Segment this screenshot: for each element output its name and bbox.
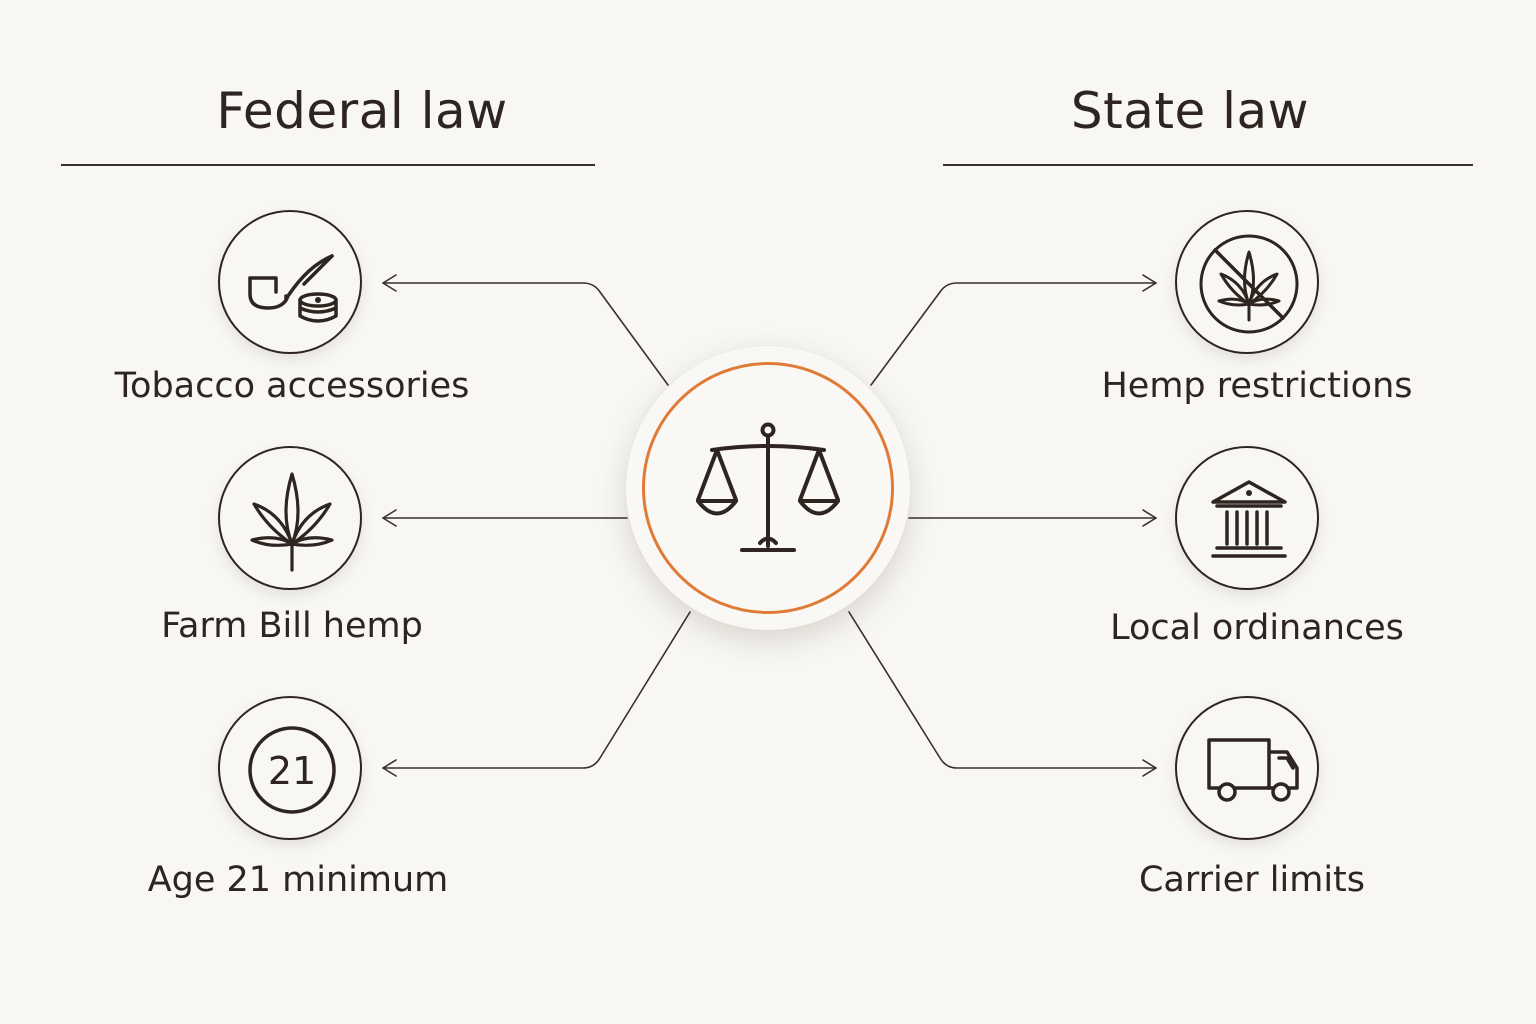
scales-of-justice-icon [696,422,840,552]
carrier-limits-node [1175,696,1319,840]
tobacco-accessories-label: Tobacco accessories [114,366,470,406]
hemp-restrictions-node [1175,210,1319,354]
hemp-restrictions-label: Hemp restrictions [1101,366,1413,406]
arrowhead-local-ordinances [1142,509,1157,527]
federal-law-heading: Federal law [216,82,508,140]
farm-bill-hemp-label: Farm Bill hemp [161,606,423,646]
arrowhead-age [382,759,397,777]
arrow-to-hemp-restrictions [870,282,1157,386]
tobacco-accessories-node [218,210,362,354]
age-21-icon: 21 [248,726,336,814]
no-hemp-icon [1199,234,1299,334]
arrowhead-carrier-limits [1142,759,1157,777]
courthouse-icon [1211,480,1287,558]
age-21-minimum-label: Age 21 minimum [147,860,449,900]
arrowhead-hemp-restrictions [1142,274,1157,292]
arrowhead-hemp [382,509,397,527]
local-ordinances-node [1175,446,1319,590]
delivery-truck-icon [1207,738,1299,802]
state-divider [943,164,1473,166]
carrier-limits-label: Carrier limits [1138,860,1366,900]
center-scales-node [626,346,910,630]
center-accent-ring [642,362,894,614]
local-ordinances-label: Local ordinances [1110,608,1404,648]
tobacco-pipe-icon [248,254,338,323]
age-21-minimum-node: 21 [218,696,362,840]
federal-divider [61,164,595,166]
state-law-heading: State law [1070,82,1310,140]
hemp-leaf-icon [250,472,334,572]
farm-bill-hemp-node [218,446,362,590]
age-21-badge: 21 [268,749,316,793]
arrow-to-tobacco [382,282,669,386]
arrow-to-age [382,611,691,769]
arrowhead-tobacco [382,274,397,292]
arrow-to-carrier-limits [848,611,1157,769]
